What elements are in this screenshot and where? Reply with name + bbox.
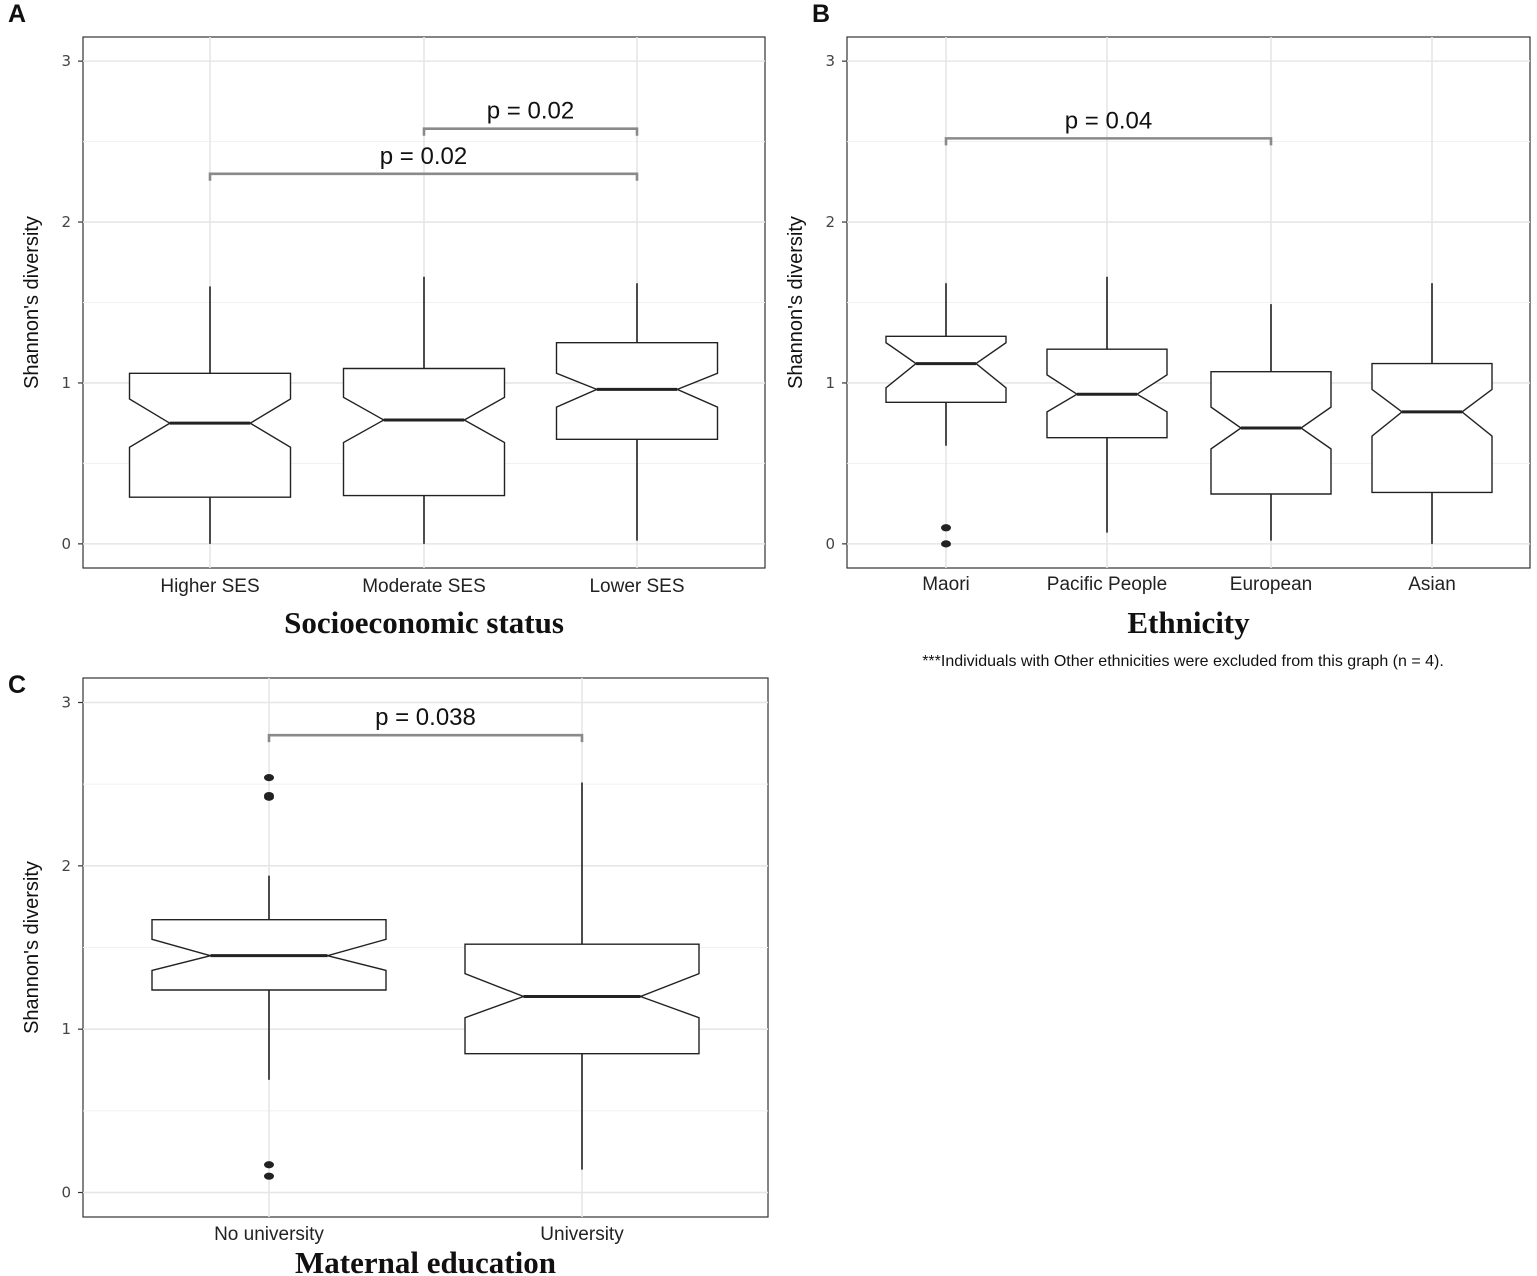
y-axis-title: Shannon's diversity xyxy=(21,861,43,1034)
box-pacific-people xyxy=(1046,276,1168,533)
panel-letter: B xyxy=(812,0,830,28)
notched-box xyxy=(128,372,292,498)
y-tick-label: 2 xyxy=(61,857,71,875)
x-tick-label: Lower SES xyxy=(589,576,684,597)
significance-bracket xyxy=(422,127,639,136)
box-higher-ses xyxy=(128,286,292,544)
outlier-point xyxy=(264,1172,274,1180)
y-tick-label: 1 xyxy=(61,374,71,392)
notched-box xyxy=(555,342,719,440)
box-lower-ses xyxy=(555,283,719,541)
p-value-label: p = 0.038 xyxy=(375,704,476,731)
box-university xyxy=(464,782,700,1170)
panel-letter: A xyxy=(8,0,26,28)
panel-letter: C xyxy=(8,671,26,699)
x-tick-label: No university xyxy=(214,1224,324,1245)
outlier-point xyxy=(264,792,274,800)
y-tick-label: 2 xyxy=(61,213,71,231)
x-tick-label: European xyxy=(1230,574,1312,595)
notched-box xyxy=(464,943,700,1055)
box-european xyxy=(1210,304,1332,541)
notched-box xyxy=(885,335,1007,403)
notched-box xyxy=(1210,371,1332,495)
x-tick-label: University xyxy=(540,1224,624,1245)
notched-box xyxy=(342,367,506,497)
y-tick-label: 2 xyxy=(825,213,835,231)
significance-bracket xyxy=(944,137,1273,146)
outlier-point xyxy=(941,524,951,532)
y-tick-label: 1 xyxy=(61,1020,71,1038)
p-value-label: p = 0.04 xyxy=(1065,107,1152,134)
significance-bracket xyxy=(208,172,639,181)
notched-box xyxy=(1371,362,1493,494)
p-value-label: p = 0.02 xyxy=(487,98,574,125)
box-no-university xyxy=(151,774,387,1180)
y-tick-label: 3 xyxy=(61,52,71,70)
p-value-label: p = 0.02 xyxy=(380,143,467,170)
outlier-point xyxy=(941,540,951,548)
x-tick-label: Maori xyxy=(922,574,970,595)
x-axis-title: Socioeconomic status xyxy=(284,605,564,640)
box-asian xyxy=(1371,283,1493,544)
x-tick-label: Pacific People xyxy=(1047,574,1167,595)
y-tick-label: 0 xyxy=(61,535,71,553)
box-maori xyxy=(885,283,1007,548)
panel-c: 0 1 2 3 p = 0.038 No university University Shan… xyxy=(8,671,769,1276)
y-tick-label: 3 xyxy=(825,52,835,70)
significance-bracket xyxy=(267,733,584,743)
x-tick-label: Asian xyxy=(1408,574,1456,595)
y-tick-label: 0 xyxy=(61,1184,71,1202)
outlier-point xyxy=(264,1161,274,1169)
outlier-point xyxy=(264,774,274,782)
y-axis-title: Shannon's diversity xyxy=(21,216,43,389)
x-tick-label: Higher SES xyxy=(160,576,259,597)
y-axis-title: Shannon's diversity xyxy=(785,216,807,389)
footnote: ***Individuals with Other ethnicities we… xyxy=(922,653,1444,670)
y-tick-label: 0 xyxy=(825,535,835,553)
x-tick-label: Moderate SES xyxy=(362,576,486,597)
x-axis-title: Maternal education xyxy=(295,1245,556,1276)
y-tick-label: 3 xyxy=(61,694,71,712)
box-moderate-ses xyxy=(342,276,506,544)
x-axis-title: Ethnicity xyxy=(1127,605,1250,640)
y-tick-label: 1 xyxy=(825,374,835,392)
